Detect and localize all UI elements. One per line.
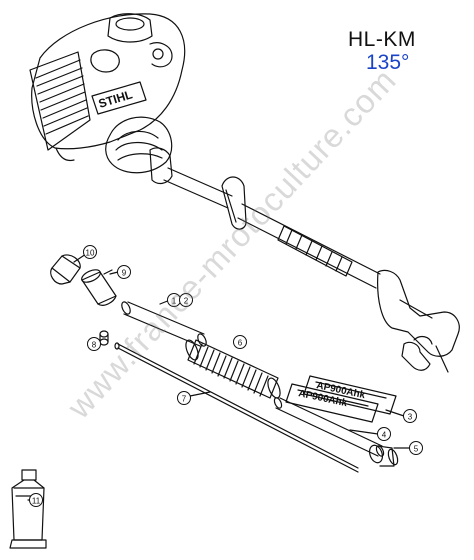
callout-11: 11 [29,493,43,507]
callout-2: 2 [179,293,193,307]
callout-label: 4 [382,431,387,440]
callout-label: 8 [92,341,97,350]
callout-5: 5 [409,441,423,455]
engine-brand-text: STIHL [97,87,134,111]
drive-shaft-assembly [163,167,460,373]
part-1-2-tube [121,301,207,347]
callout-4: 4 [377,427,391,441]
model-title: HL-KM [348,28,416,51]
callout-label: 10 [86,249,95,258]
callout-label: 5 [414,445,419,454]
callout-10: 10 [83,245,97,259]
callout-3: 3 [403,409,417,423]
callout-7: 7 [177,391,191,405]
callout-label: 9 [122,269,127,278]
callout-label: 11 [32,497,41,506]
callout-8: 8 [87,337,101,351]
part-3-decal: AP900Ahk AP900Ahk [285,375,397,423]
callout-6: 6 [233,335,247,349]
callout-label: 6 [238,339,243,348]
part-8-bushing [99,330,109,346]
engine-unit: STIHL [29,13,186,185]
callout-label: 2 [184,297,189,306]
part-6-ribbed-hose [185,339,281,399]
part-5-sleeve-nut [368,444,399,467]
model-angle: 135° [366,51,410,74]
callout-1: 1 [167,293,181,307]
callout-label: 3 [408,413,413,422]
part-11-grease-tube [9,469,47,549]
part-9-sleeve [81,269,117,306]
callout-9: 9 [117,265,131,279]
callout-label: 7 [182,395,187,404]
part-7-drive-rod [114,342,359,473]
callout-label: 1 [172,297,177,306]
